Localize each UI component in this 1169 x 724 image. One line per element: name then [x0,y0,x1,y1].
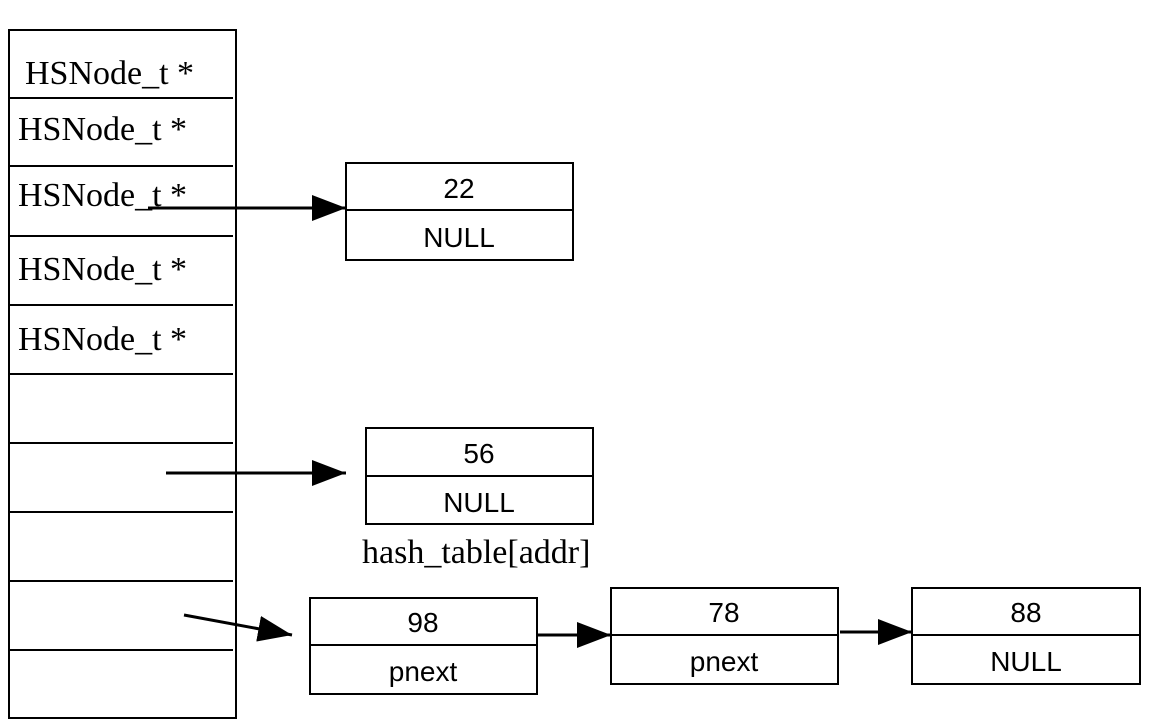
node-next: pnext [690,646,759,677]
list-node: 22 NULL [345,162,574,261]
list-node: 98 pnext [309,597,538,695]
slot-label: HSNode_t * [18,111,187,148]
node-value: 22 [443,173,474,204]
node-box [345,162,574,261]
list-node: 78 pnext [610,587,839,685]
slot-label: HSNode_t * [25,55,194,92]
node-next: NULL [990,646,1062,677]
pointer-arrow [183,613,293,642]
list-node: 56 NULL [365,427,594,525]
hash-table-array: HSNode_t * HSNode_t * HSNode_t * HSNode_… [8,29,237,719]
slot-label: HSNode_t * [18,251,187,288]
node-value: 88 [1010,597,1041,628]
node-next: NULL [423,222,495,253]
slot-label: HSNode_t * [18,321,187,358]
node-value: 98 [407,607,438,638]
hash-table-caption: hash_table[addr] [362,534,590,571]
node-next: pnext [389,656,458,687]
node-value: 78 [708,597,739,628]
list-node: 88 NULL [911,587,1141,685]
node-value: 56 [463,438,494,469]
node-next: NULL [443,487,515,518]
